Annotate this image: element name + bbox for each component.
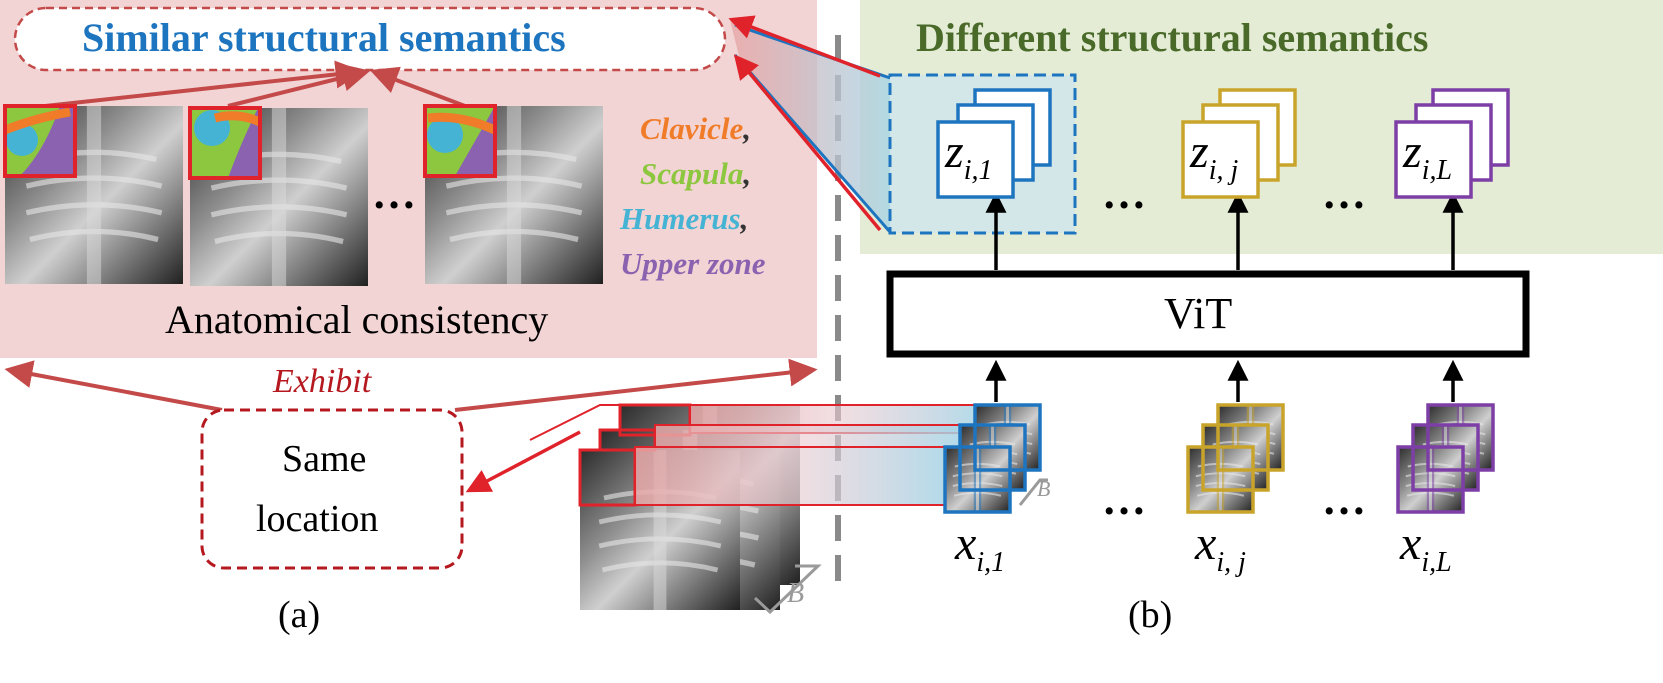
- panel-a-title: Similar structural semantics: [82, 15, 566, 60]
- x-batch-bracket: [1018, 478, 1048, 506]
- panel-a-label: (a): [278, 594, 321, 636]
- legend-upper-zone: Upper zone: [620, 246, 766, 281]
- x-stack-1: [943, 403, 1042, 514]
- patch-to-title-arrows: [44, 60, 466, 108]
- panel-b-arrows: [985, 191, 1464, 402]
- panel-b-label: (b): [1128, 594, 1173, 636]
- anatomical-consistency-caption: Anatomical consistency: [165, 297, 549, 342]
- z-label-1: zi,1: [945, 125, 993, 186]
- x-stack-3: [1396, 403, 1495, 514]
- ellipsis-z-2: …: [1322, 169, 1368, 218]
- seg-patch-2: [188, 106, 262, 180]
- vit-label: ViT: [1164, 289, 1233, 338]
- fan-arrow-1: [728, 15, 881, 78]
- seg-patch-1: [3, 104, 77, 178]
- z-stack-3: [1394, 88, 1510, 199]
- ellipsis-x-1: …: [1102, 475, 1148, 524]
- same-location-line1: Same: [282, 438, 367, 480]
- batch-label-b: B: [1037, 476, 1051, 501]
- exhibit-label: Exhibit: [273, 363, 372, 400]
- ellipsis-x-2: …: [1322, 475, 1368, 524]
- x-label-2: xi, j: [1195, 517, 1246, 578]
- exhibit-arrow-right: [454, 358, 818, 412]
- x-label-3: xi,L: [1400, 517, 1452, 578]
- vit-box: [886, 270, 1530, 358]
- ellipsis-panel-a: …: [372, 169, 418, 218]
- seg-patch-3: [423, 104, 497, 178]
- legend-scapula: Scapula,: [640, 156, 752, 191]
- z-stack-1: [936, 88, 1052, 199]
- patch-strip-3: [634, 446, 946, 506]
- same-location-line2: location: [256, 498, 379, 540]
- feature-fan: [730, 20, 890, 232]
- location-arrow: [465, 430, 581, 493]
- batch-label-a: B: [787, 578, 805, 609]
- z-label-3: zi,L: [1403, 125, 1453, 186]
- legend-humerus: Humerus,: [620, 201, 749, 236]
- legend-clavicle: Clavicle,: [640, 111, 752, 146]
- x-stack-2: [1186, 403, 1285, 514]
- exhibit-arrow-left: [4, 360, 223, 412]
- z-stack-2: [1181, 88, 1297, 199]
- ellipsis-z-1: …: [1102, 169, 1148, 218]
- fan-arrow-2: [733, 54, 882, 232]
- panel-b-title: Different structural semantics: [916, 15, 1429, 60]
- x-label-1: xi,1: [955, 517, 1006, 578]
- source-xray-stack: [529, 405, 822, 615]
- same-location-box: [200, 408, 464, 570]
- z-label-2: zi, j: [1190, 125, 1239, 186]
